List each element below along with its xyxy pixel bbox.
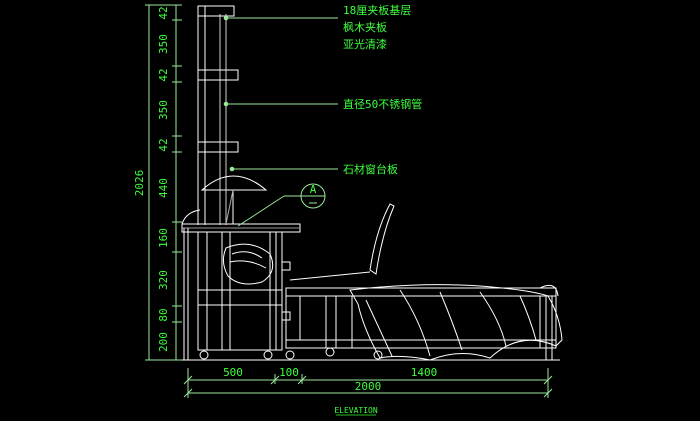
vdim-42-a: 42 (157, 6, 170, 19)
pillow (222, 243, 274, 285)
vdim-320: 320 (157, 270, 170, 290)
note-stone-sill: 石材窗台板 (343, 162, 398, 176)
note-steel-pipe: 直径50不锈钢管 (343, 97, 422, 111)
shelf-unit (197, 5, 239, 225)
horizontal-dimension-lines (183, 368, 553, 398)
hdim-total-2000: 2000 (355, 380, 382, 393)
table-lamp (200, 175, 268, 225)
vdim-350-a: 350 (157, 34, 170, 54)
note-maple-veneer: 枫木夹板 (343, 20, 387, 34)
note-matte-lacquer: 亚光清漆 (343, 37, 387, 51)
vdim-42-c: 42 (157, 138, 170, 151)
vdim-42-b: 42 (157, 68, 170, 81)
vdim-total-2026: 2026 (133, 170, 146, 197)
chair (289, 203, 395, 281)
bed (285, 284, 559, 360)
leader-lines (223, 15, 338, 172)
vdim-350-b: 350 (157, 100, 170, 120)
hdim-1400: 1400 (411, 366, 438, 379)
vdim-200: 200 (157, 332, 170, 352)
hdim-100: 100 (279, 366, 299, 379)
wall-frame (181, 209, 201, 360)
casters (199, 347, 383, 360)
hdim-500: 500 (223, 366, 243, 379)
vertical-dimension-lines (145, 4, 182, 361)
drawing-title: ELEVATION (334, 406, 378, 415)
vdim-80: 80 (157, 308, 170, 321)
stone-sill (181, 223, 301, 233)
section-marker-label: A (310, 183, 317, 196)
bed-cover (349, 284, 563, 361)
bedside-cabinet (197, 231, 291, 351)
vdim-160: 160 (157, 228, 170, 248)
vdim-440: 440 (157, 178, 170, 198)
note-plywood-base: 18厘夹板基层 (343, 3, 411, 17)
section-marker: A (237, 183, 326, 227)
